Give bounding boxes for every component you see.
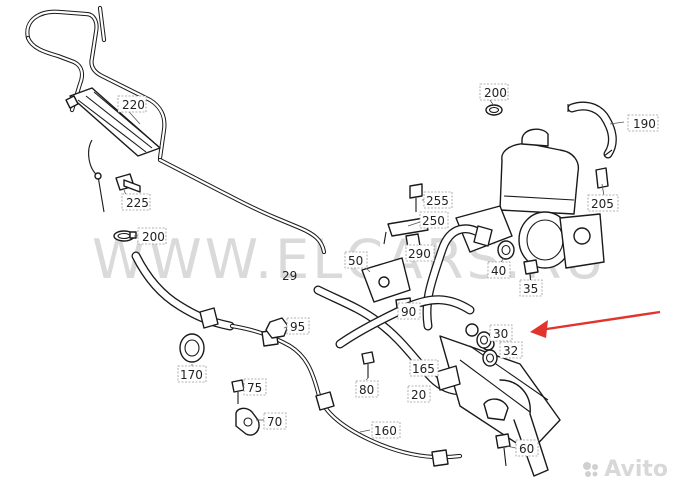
hose-ring-170	[179, 333, 205, 363]
return-line-220	[25, 5, 327, 255]
brand-name: Avito	[604, 457, 668, 482]
callout-30: 30	[493, 327, 508, 341]
highlight-arrow	[530, 310, 661, 338]
bolt-225	[88, 139, 141, 213]
callout-290: 290	[408, 247, 431, 261]
brand-logo: Avito	[582, 457, 668, 482]
callout-250: 250	[422, 214, 445, 228]
callout-95: 95	[290, 320, 305, 334]
callout-205: 205	[591, 197, 614, 211]
fitting-40-35	[497, 240, 539, 297]
callout-40: 40	[491, 264, 506, 278]
callout-20: 20	[411, 388, 426, 402]
callout-255: 255	[426, 194, 449, 208]
callout-190: 190	[633, 117, 656, 131]
callout-50: 50	[348, 254, 363, 268]
nut-95	[265, 317, 289, 339]
hose-clamp-200-top	[485, 104, 503, 116]
o-rings-30-32	[476, 331, 498, 367]
callout-70: 70	[267, 415, 282, 429]
callout-160: 160	[374, 424, 397, 438]
screw-75-clip-70	[231, 379, 260, 436]
callout-29: 29	[282, 269, 297, 283]
callout-90: 90	[401, 305, 416, 319]
callout-32: 32	[503, 344, 518, 358]
callout-225: 225	[126, 196, 149, 210]
callout-165: 165	[412, 362, 435, 376]
brand-dots-icon	[582, 461, 600, 479]
callout-labels: 220 225 200 200 190 205 255 250 290 50 4…	[117, 83, 659, 457]
return-hose-160	[131, 251, 463, 467]
callout-75: 75	[247, 381, 262, 395]
callout-220: 220	[122, 98, 145, 112]
callout-200-left: 200	[142, 230, 165, 244]
reservoir-hose-190	[567, 101, 617, 159]
callout-60: 60	[519, 442, 534, 456]
bolt-80	[361, 351, 375, 378]
callout-35: 35	[523, 282, 538, 296]
bolt-60	[483, 398, 511, 467]
callout-170: 170	[180, 368, 203, 382]
oil-cooler-220	[65, 87, 161, 157]
callout-200-top: 200	[484, 86, 507, 100]
callout-80: 80	[359, 383, 374, 397]
pump-reservoir	[455, 128, 609, 269]
fitting-165	[435, 365, 461, 391]
